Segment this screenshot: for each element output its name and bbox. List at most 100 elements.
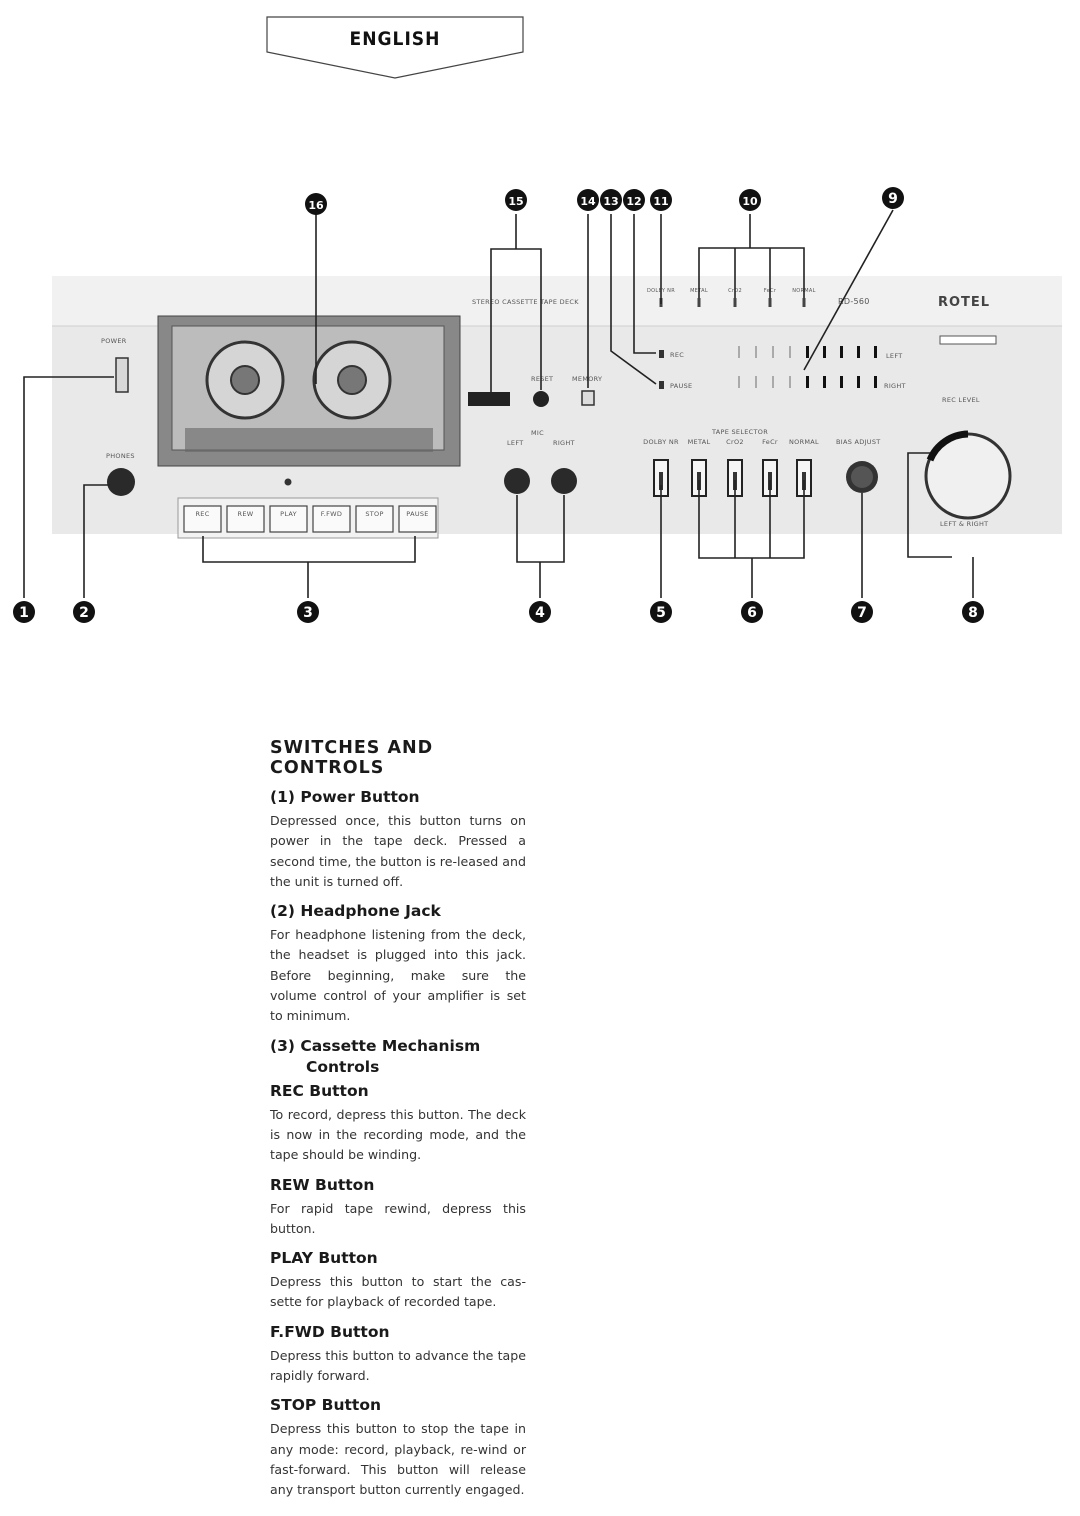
- callout-3-marker: [297, 601, 319, 623]
- mic-left-label: LEFT: [507, 439, 524, 447]
- selector-fecr-label: FeCr: [762, 438, 778, 446]
- section-title: SWITCHES AND CONTROLS: [270, 738, 434, 778]
- callout-5-marker: [650, 601, 672, 623]
- callout-12-marker: [623, 189, 645, 211]
- item-heading: REC Button: [270, 1081, 369, 1100]
- language-banner: [266, 16, 524, 79]
- selector-cro2-label: CrO2: [726, 438, 744, 446]
- callout-4-marker: [529, 601, 551, 623]
- meter-left-label: LEFT: [886, 352, 903, 360]
- item-heading: F.FWD Button: [270, 1322, 390, 1341]
- meter-segment: [823, 346, 826, 358]
- phones-label: PHONES: [106, 452, 135, 460]
- callout-16-marker: [305, 193, 327, 215]
- item-heading: (3) Cassette Mechanism: [270, 1036, 481, 1055]
- callout-14-marker: [577, 189, 599, 211]
- memory-label: MEMORY: [572, 375, 602, 383]
- item-body: Depress this button to start the cas-set…: [270, 1274, 526, 1310]
- rec-indicator: [659, 350, 664, 358]
- meter-segment: [789, 346, 791, 358]
- meter-segment: [806, 346, 809, 358]
- transport-pause-button[interactable]: [398, 505, 437, 533]
- memory-button[interactable]: [581, 390, 595, 406]
- meter-segment: [874, 376, 877, 388]
- callout-13-marker: [600, 189, 622, 211]
- transport-rec-label: REC: [195, 510, 209, 518]
- callout-3-number: 3: [303, 605, 313, 621]
- item-heading: (1) Power Button: [270, 788, 420, 806]
- mic-right-label: RIGHT: [553, 439, 575, 447]
- meter-segment: [755, 346, 757, 358]
- counter-reset-button[interactable]: [533, 391, 549, 407]
- transport-ffwd-label: F.FWD: [321, 510, 342, 518]
- meter-segment: [840, 346, 843, 358]
- transport-ffwd-button[interactable]: [312, 505, 351, 533]
- meter-segment: [806, 376, 809, 388]
- item-body: For rapid tape rewind, depress this butt…: [270, 1200, 526, 1236]
- meter-segment: [789, 376, 791, 388]
- callout-15-number: 15: [508, 195, 523, 208]
- indicator-metal-led: [697, 298, 701, 307]
- callout-5-number: 5: [656, 605, 666, 621]
- item-body: Depress this button to stop the tape in …: [270, 1421, 526, 1498]
- meter-segment: [755, 376, 757, 388]
- item-body: Depress this button to advance the tape …: [270, 1347, 526, 1384]
- item-body: To record, depress this button. The deck…: [270, 1106, 526, 1163]
- meter-segment: [738, 346, 740, 358]
- callout-9-number: 9: [888, 191, 898, 207]
- callout-6-number: 6: [747, 605, 757, 621]
- callout-16-number: 16: [308, 199, 324, 212]
- callout-4-number: 4: [535, 605, 545, 621]
- callout-2-marker: [73, 601, 95, 623]
- transport-play-button[interactable]: [269, 505, 308, 533]
- indicator-cro2-led: [733, 298, 737, 307]
- selector-dolbynr-label: DOLBY NR: [643, 438, 679, 446]
- callout-9-marker: [882, 187, 904, 209]
- callout-7-number: 7: [857, 605, 867, 621]
- meter-segment: [772, 376, 774, 388]
- item-heading: REW Button: [270, 1175, 375, 1194]
- callout-11-marker: [650, 189, 672, 211]
- headphone-jack[interactable]: [107, 468, 135, 496]
- meter-right-label: RIGHT: [884, 382, 906, 390]
- mic-right-jack[interactable]: [551, 468, 577, 494]
- item-heading: (2) Headphone Jack: [270, 902, 441, 921]
- tape-deck-diagram: STEREO CASSETTE TAPE DECK RD-560 ROTEL P…: [13, 187, 1062, 623]
- power-button[interactable]: [115, 357, 129, 393]
- indicator-fecr-led: [768, 298, 772, 307]
- level-meters: [738, 346, 877, 388]
- meter-segment: [772, 346, 774, 358]
- callout-10-number: 10: [742, 195, 758, 208]
- callout-8-number: 8: [968, 605, 978, 621]
- model-label: RD-560: [838, 297, 870, 306]
- power-label: POWER: [101, 337, 127, 345]
- callout-13-number: 13: [603, 195, 618, 208]
- indicator-normal-led: [802, 298, 806, 307]
- callout-1-marker: [13, 601, 35, 623]
- item-heading: PLAY Button: [270, 1249, 378, 1268]
- callout-15-marker: [505, 189, 527, 211]
- meter-segment: [738, 376, 740, 388]
- callout-1-number: 1: [19, 605, 29, 621]
- brand-logo: ROTEL: [938, 295, 990, 310]
- reset-label: RESET: [531, 375, 553, 383]
- callout-2-number: 2: [79, 605, 89, 621]
- callout-8-marker: [962, 601, 984, 623]
- manual-text: SWITCHES AND CONTROLS (1) Power Button D…: [270, 738, 526, 1511]
- transport-rew-button[interactable]: [226, 505, 265, 533]
- transport-rew-label: REW: [238, 510, 254, 518]
- transport-rec-button[interactable]: [183, 505, 222, 533]
- callout-14-number: 14: [580, 195, 596, 208]
- transport-stop-label: STOP: [365, 510, 383, 518]
- meter-segment: [874, 346, 877, 358]
- mic-label: MIC: [531, 429, 544, 437]
- callout-11-number: 11: [653, 195, 668, 208]
- transport-play-label: PLAY: [280, 510, 297, 518]
- transport-stop-button[interactable]: [355, 505, 394, 533]
- item-heading-continued: Controls: [306, 1057, 380, 1076]
- callout-10-marker: [739, 189, 761, 211]
- mic-left-jack[interactable]: [504, 468, 530, 494]
- rec-level-sublabel: LEFT & RIGHT: [940, 520, 988, 528]
- callout-7-marker: [851, 601, 873, 623]
